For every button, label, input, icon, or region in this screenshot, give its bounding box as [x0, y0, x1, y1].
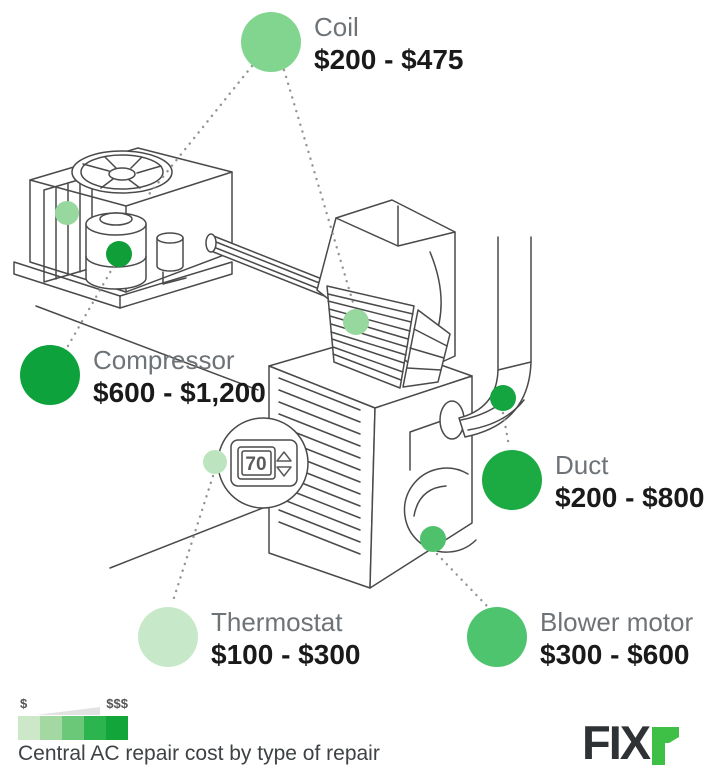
callout-blower-motor: Blower motor $300 - $600 — [467, 607, 693, 671]
marker-duct — [490, 385, 516, 411]
fixr-logo: FIX — [582, 716, 680, 769]
legend-swatch-1 — [18, 716, 40, 740]
legend-swatch-2 — [40, 716, 62, 740]
blower-motor-circle — [467, 607, 527, 667]
legend-gradient-bar — [18, 716, 128, 740]
legend-swatch-3 — [62, 716, 84, 740]
blower-motor-price: $300 - $600 — [540, 639, 690, 670]
legend-wedge — [36, 707, 100, 715]
coil-price: $200 - $475 — [314, 44, 464, 75]
legend-high-label: $$$ — [106, 696, 128, 711]
component-markers — [55, 201, 516, 552]
cost-scale-legend: $ $$$ — [18, 694, 128, 740]
thermostat-inset: 70 — [217, 417, 309, 509]
callout-coil: Coil $200 - $475 — [241, 12, 463, 76]
coil-label: Coil — [314, 12, 359, 42]
marker-thermostat — [203, 450, 227, 474]
thermostat-temperature: 70 — [245, 454, 266, 475]
duct-circle — [482, 450, 542, 510]
marker-blower-motor — [420, 526, 446, 552]
infographic-caption: Central AC repair cost by type of repair — [18, 742, 380, 765]
compressor-price: $600 - $1,200 — [93, 377, 266, 408]
duct-price: $200 - $800 — [555, 482, 705, 513]
fixr-logo-r-icon — [652, 727, 680, 765]
callout-duct: Duct $200 - $800 — [482, 450, 704, 514]
callout-thermostat: Thermostat $100 - $300 — [138, 607, 360, 671]
marker-compressor — [106, 241, 132, 267]
thermostat-circle — [138, 607, 198, 667]
duct-label: Duct — [555, 450, 609, 480]
legend-swatch-4 — [84, 716, 106, 740]
thermostat-label: Thermostat — [211, 607, 343, 637]
outdoor-unit-drawing — [13, 147, 233, 309]
dotted-connectors — [66, 64, 511, 608]
marker-evaporator-coil — [343, 309, 369, 335]
marker-outdoor-coil — [55, 201, 79, 225]
fixr-logo-text: FIX — [582, 716, 651, 769]
legend-low-label: $ — [20, 696, 28, 711]
blower-motor-label: Blower motor — [540, 607, 694, 637]
compressor-label: Compressor — [93, 345, 235, 375]
plenum-coil-drawing — [316, 199, 456, 389]
thermostat-price: $100 - $300 — [211, 639, 361, 670]
coil-circle — [241, 12, 301, 72]
legend-swatch-5 — [106, 716, 128, 740]
compressor-circle — [20, 345, 80, 405]
callout-compressor: Compressor $600 - $1,200 — [20, 345, 266, 409]
floor-lines — [35, 305, 269, 569]
